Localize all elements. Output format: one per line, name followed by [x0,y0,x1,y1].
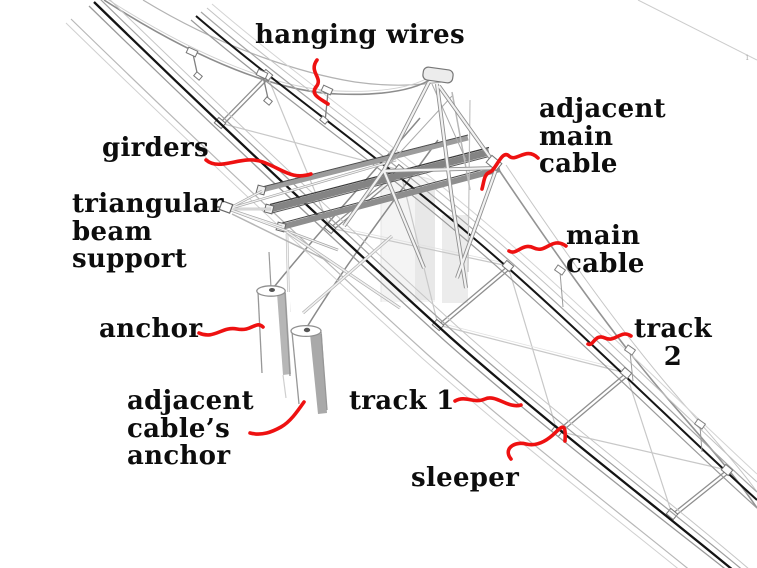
main-cable-right-span [498,164,757,509]
label-triangular-beam-support: triangular beam support [72,189,224,275]
cable-saddle [422,66,454,84]
label-girders: girders [102,133,209,163]
leader-anchor [197,323,265,337]
page-mark: 1 [745,54,749,62]
horizon-line: 1 [637,0,757,62]
hanging-wires-right [553,264,707,453]
leader-adjacent-main-cable [480,151,540,191]
label-anchor: anchor [99,314,203,344]
under-deck-braces [286,230,401,315]
label-adjacent-cables-anchor: adjacent cable’s anchor [127,386,254,472]
leader-main-cable [507,241,568,254]
tower [342,66,503,289]
label-sleeper: sleeper [411,463,520,493]
label-track-2: track 2 [634,314,712,372]
girders-beams [255,134,501,233]
leader-sleeper [506,425,567,461]
label-hanging-wires: hanging wires [255,20,465,50]
leader-track-2 [586,332,633,347]
track-1-rails [65,0,749,568]
triangular-beam-support-struts [212,158,397,263]
anchor-cylinder [256,285,291,399]
leader-track-1 [453,396,523,408]
adjacent-cable-anchor-cylinder [290,324,328,414]
track-2-rails [190,3,757,509]
deck-bracing [219,74,728,515]
leader-hanging-wires [312,58,330,106]
label-main-cable: main cable [566,221,645,279]
hanging-wires-group [185,46,334,125]
label-adjacent-main-cable: adjacent main cable [539,94,666,180]
leader-adjacent-cables-anchor [248,400,306,436]
label-track-1: track 1 [349,386,455,416]
shoulder-clamp [485,154,503,172]
leader-girders [204,158,313,178]
